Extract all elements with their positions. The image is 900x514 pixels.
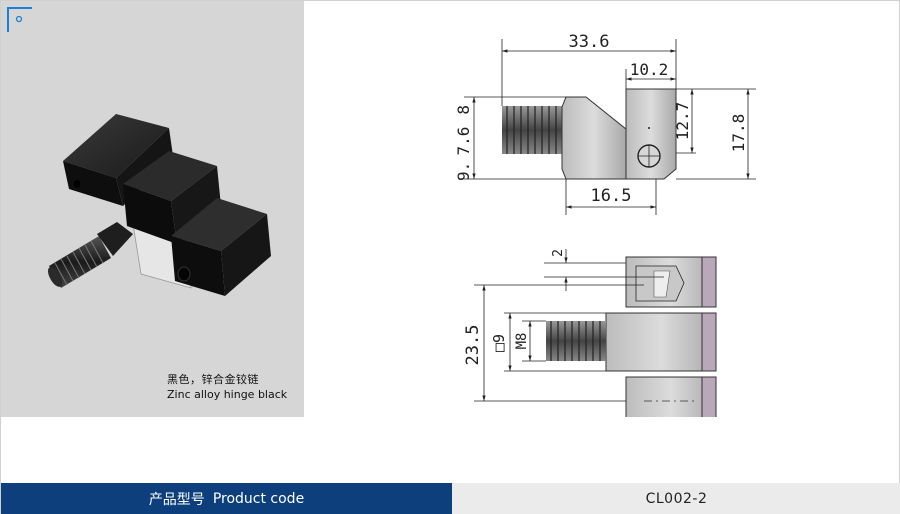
dim-pin-spacing: 2 — [551, 249, 566, 257]
label-english: Product code — [212, 491, 305, 507]
product-caption: 黑色，锌合金铰链 Zinc alloy hinge black — [167, 372, 299, 402]
dim-total-height: 17.8 — [729, 114, 748, 153]
front-view: 2 23.5 □9 M8 — [463, 249, 717, 430]
photo-panel: 黑色，锌合金铰链 Zinc alloy hinge black — [1, 1, 304, 417]
dim-pin-offset: 7.6 — [454, 127, 473, 156]
caption-chinese: 黑色，锌合金铰链 — [167, 373, 259, 386]
hinge-product-image — [48, 114, 271, 296]
dim-block-height: 12.7 — [673, 102, 692, 141]
side-thread — [502, 106, 562, 154]
dim-thread-size: M8 — [514, 333, 530, 350]
dim-total-width: 23.5 — [463, 325, 483, 366]
side-view: 33.6 10.2 16.5 8 7.6 9. — [454, 32, 756, 215]
dim-thread-offset: 8 — [454, 105, 473, 115]
drawing-canvas: 33.6 10.2 16.5 8 7.6 9. — [454, 32, 756, 430]
dim-overall-length: 33.6 — [569, 32, 610, 52]
technical-drawing: 33.6 10.2 16.5 8 7.6 9. — [304, 1, 900, 430]
corner-mark-icon — [7, 7, 32, 32]
front-thread — [546, 321, 606, 361]
label-chinese: 产品型号 — [148, 492, 205, 508]
product-code-label: 产品型号 Product code — [1, 483, 452, 514]
product-code-value: CL002-2 — [452, 483, 900, 514]
dim-square-size: □9 — [490, 334, 508, 352]
dim-block-width: 10.2 — [630, 60, 669, 79]
dim-base-length: 16.5 — [591, 186, 632, 206]
dim-lower-offset: 9. — [454, 162, 473, 181]
side-body — [561, 96, 627, 180]
caption-english: Zinc alloy hinge black — [167, 388, 288, 401]
